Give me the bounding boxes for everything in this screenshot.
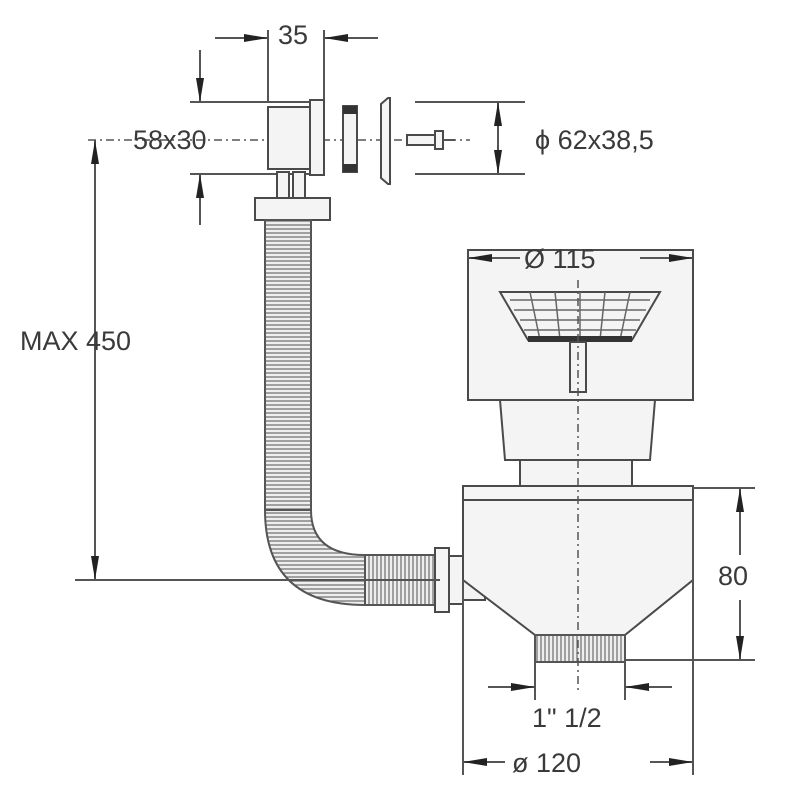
max-length-label: MAX 450 <box>20 326 132 356</box>
dim-overflow-cover <box>415 101 525 175</box>
strainer-body <box>462 485 694 663</box>
strainer-diameter-label: Ø 115 <box>524 244 596 274</box>
dim-body-diameter <box>462 500 694 775</box>
overflow-opening-label: 58x30 <box>133 125 207 155</box>
body-diameter-label: ø 120 <box>512 748 582 778</box>
overflow-width-label: 35 <box>278 20 309 50</box>
dim-strainer-diameter <box>468 254 693 262</box>
dim-body-height <box>625 487 755 661</box>
dim-overflow-width <box>215 30 378 102</box>
overflow-assembly <box>267 97 455 185</box>
strainer-basket <box>467 249 694 487</box>
dim-max-length <box>75 140 440 581</box>
overflow-cover-label: ϕ 62x38,5 <box>535 125 654 155</box>
dim-outlet-thread <box>488 662 672 700</box>
overflow-hose <box>254 171 486 613</box>
outlet-thread-label: 1" 1/2 <box>532 703 602 733</box>
body-height-label: 80 <box>718 561 749 591</box>
